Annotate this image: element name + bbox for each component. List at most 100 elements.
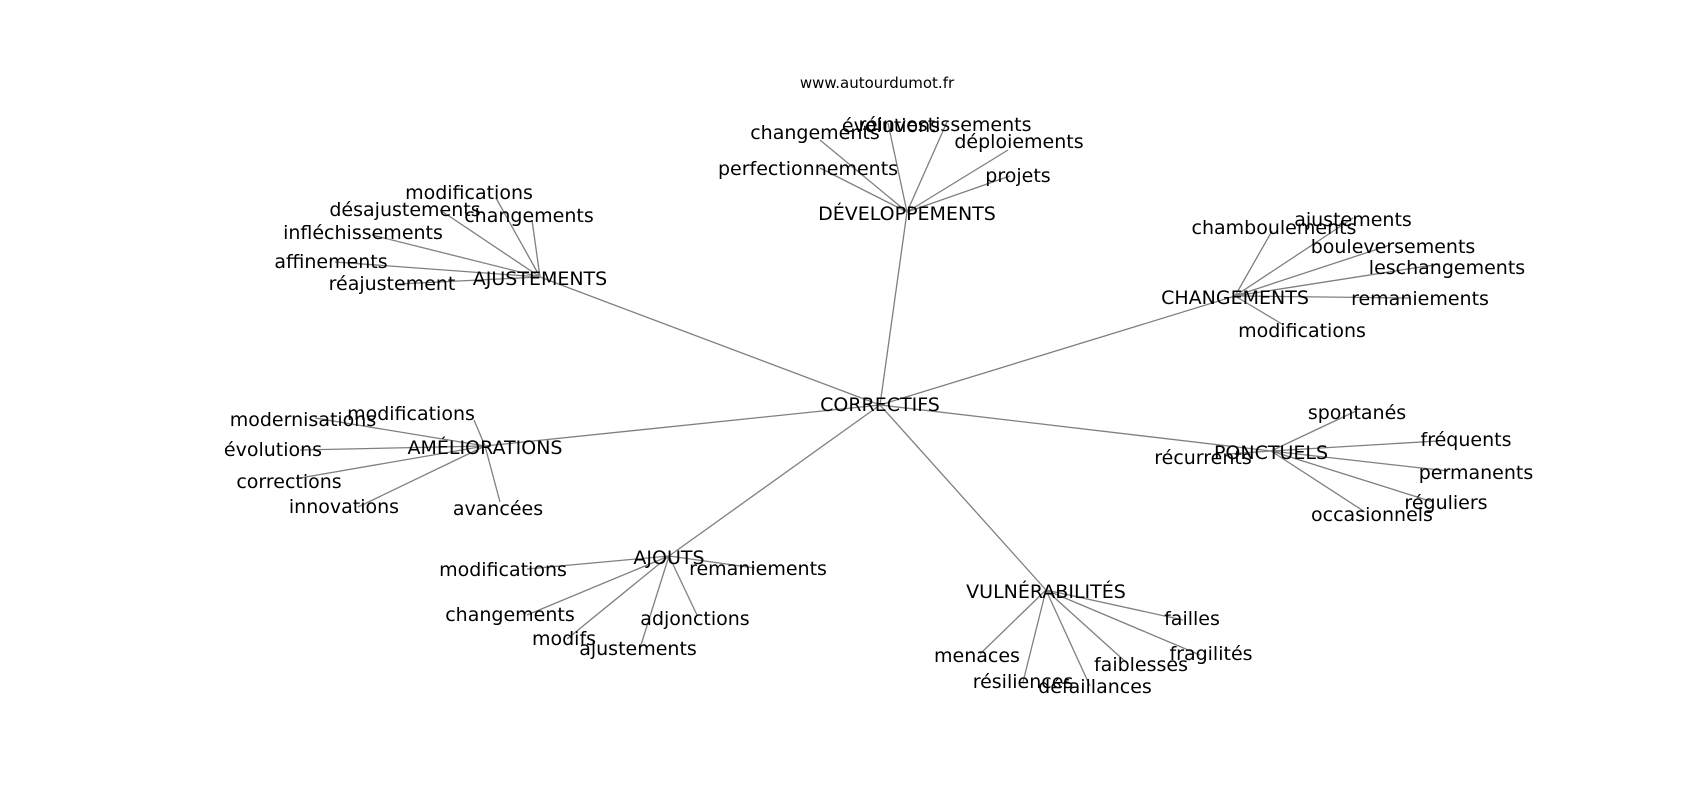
edge-group-to-leaf: [1234, 217, 1354, 297]
leaf-node[interactable]: fragilités: [1169, 643, 1252, 665]
center-node[interactable]: CORRECTIFS: [820, 394, 940, 416]
edge-group-to-leaf: [906, 121, 948, 213]
leaf-node[interactable]: adjonctions: [640, 608, 749, 630]
group-node-ponctuels[interactable]: PONCTUELS: [1214, 442, 1328, 464]
leaf-node[interactable]: évolutions: [224, 439, 322, 461]
leaf-node[interactable]: ajustements: [579, 638, 697, 660]
source-watermark: www.autourdumot.fr: [800, 74, 955, 92]
edge-group-to-leaf: [887, 122, 908, 213]
leaf-node[interactable]: failles: [1164, 608, 1220, 630]
leaf-node[interactable]: bouleversements: [1311, 236, 1476, 258]
edge-group-to-leaf: [1022, 589, 1047, 683]
edge-center-to-group: [879, 404, 1272, 452]
leaf-node[interactable]: résiliences: [973, 671, 1074, 693]
edge-group-to-leaf: [531, 219, 541, 278]
leaf-node[interactable]: permanents: [1419, 462, 1534, 484]
edge-group-to-leaf: [1045, 589, 1129, 665]
edge-group-to-leaf: [526, 555, 670, 616]
leaf-node[interactable]: réguliers: [1404, 492, 1487, 514]
edge-group-to-leaf: [1045, 589, 1201, 656]
edge-group-to-leaf: [371, 234, 541, 278]
group-node-ajouts[interactable]: AJOUTS: [633, 547, 704, 569]
leaf-node[interactable]: récurrents: [1154, 447, 1252, 469]
edge-group-to-leaf: [334, 261, 541, 278]
leaf-node[interactable]: remaniements: [689, 558, 827, 580]
group-node-changements[interactable]: CHANGEMENTS: [1161, 287, 1309, 309]
edge-group-to-leaf: [299, 445, 486, 451]
edge-group-to-leaf: [1234, 244, 1391, 297]
leaf-node[interactable]: affinements: [274, 251, 387, 273]
edge-group-to-leaf: [819, 167, 908, 213]
leaf-node[interactable]: réinvestissements: [858, 114, 1031, 136]
leaf-node[interactable]: perfectionnements: [718, 158, 898, 180]
leaf-node[interactable]: spontanés: [1308, 402, 1406, 424]
edge-group-to-leaf: [1234, 230, 1273, 297]
leaf-node[interactable]: avancées: [453, 498, 543, 520]
edge-group-to-leaf: [668, 555, 698, 616]
edge-group-to-leaf: [1270, 450, 1366, 513]
leaf-node[interactable]: changements: [445, 604, 575, 626]
edge-group-to-leaf: [473, 419, 486, 447]
edge-group-to-leaf: [1270, 410, 1357, 452]
leaf-node[interactable]: évolutions: [842, 115, 940, 137]
edge-group-to-leaf: [639, 555, 670, 649]
leaf-node[interactable]: innovations: [289, 496, 399, 518]
edge-group-to-leaf: [1227, 450, 1272, 455]
leaf-node[interactable]: faiblesses: [1094, 654, 1188, 676]
edge-center-to-group: [539, 276, 881, 406]
leaf-node[interactable]: fréquents: [1421, 429, 1512, 451]
leaf-node[interactable]: remaniements: [1351, 288, 1489, 310]
edge-group-to-leaf: [397, 276, 541, 285]
group-node-ajustements[interactable]: AJUSTEMENTS: [473, 268, 607, 290]
edge-group-to-leaf: [979, 589, 1047, 655]
edge-group-to-leaf: [299, 445, 486, 479]
group-node-vulnerabilites[interactable]: VULNÉRABILITÉS: [966, 580, 1126, 603]
leaf-node[interactable]: changements: [750, 122, 880, 144]
edge-group-to-leaf: [1045, 589, 1184, 621]
edge-group-to-leaf: [668, 555, 756, 569]
leaf-node[interactable]: occasionnels: [1311, 504, 1433, 526]
edge-group-to-leaf: [526, 555, 670, 570]
leaf-node[interactable]: réajustement: [329, 273, 456, 295]
edge-group-to-leaf: [906, 175, 1011, 213]
edge-group-to-leaf: [357, 445, 486, 508]
edge-center-to-group: [484, 404, 881, 447]
leaf-node[interactable]: déploiements: [954, 131, 1083, 153]
edge-group-to-leaf: [1234, 295, 1283, 325]
leaf-node[interactable]: infléchissements: [283, 222, 443, 244]
edge-group-to-leaf: [906, 149, 1009, 213]
edge-center-to-group: [668, 404, 881, 557]
leaf-node[interactable]: corrections: [236, 471, 341, 493]
edge-group-to-leaf: [484, 445, 501, 503]
edge-group-to-leaf: [1270, 450, 1449, 472]
leaf-node[interactable]: modifications: [439, 559, 567, 581]
edge-group-to-leaf: [1234, 263, 1441, 297]
edge-center-to-group: [879, 295, 1236, 406]
leaf-node[interactable]: modernisations: [230, 409, 377, 431]
leaf-node[interactable]: modifs: [532, 628, 596, 650]
leaf-node[interactable]: changements: [464, 205, 594, 227]
edge-group-to-leaf: [1234, 295, 1411, 299]
leaf-node[interactable]: ajustements: [1294, 209, 1412, 231]
leaf-node[interactable]: désajustements: [329, 199, 480, 221]
edge-group-to-leaf: [1045, 589, 1091, 687]
edge-group-to-leaf: [439, 209, 541, 278]
leaf-node[interactable]: menaces: [934, 645, 1020, 667]
edge-group-to-leaf: [314, 417, 486, 447]
group-node-ameliorations[interactable]: AMÉLIORATIONS: [408, 436, 563, 459]
leaf-node[interactable]: modifications: [1238, 320, 1366, 342]
edge-group-to-leaf: [566, 555, 670, 640]
edge-group-to-leaf: [495, 197, 541, 278]
edge-group-to-leaf: [1270, 440, 1439, 452]
leaf-node[interactable]: modifications: [405, 182, 533, 204]
leaf-node[interactable]: modifications: [347, 403, 475, 425]
leaf-node[interactable]: chamboulements: [1192, 217, 1357, 239]
leaf-node[interactable]: leschangements: [1369, 257, 1525, 279]
group-node-developpements[interactable]: DÉVELOPPEMENTS: [818, 202, 996, 225]
edge-group-to-leaf: [1270, 450, 1434, 503]
leaf-node[interactable]: projets: [985, 165, 1050, 187]
edge-center-to-group: [879, 211, 908, 406]
leaf-node[interactable]: défaillances: [1038, 676, 1152, 698]
edge-group-to-leaf: [819, 139, 908, 213]
